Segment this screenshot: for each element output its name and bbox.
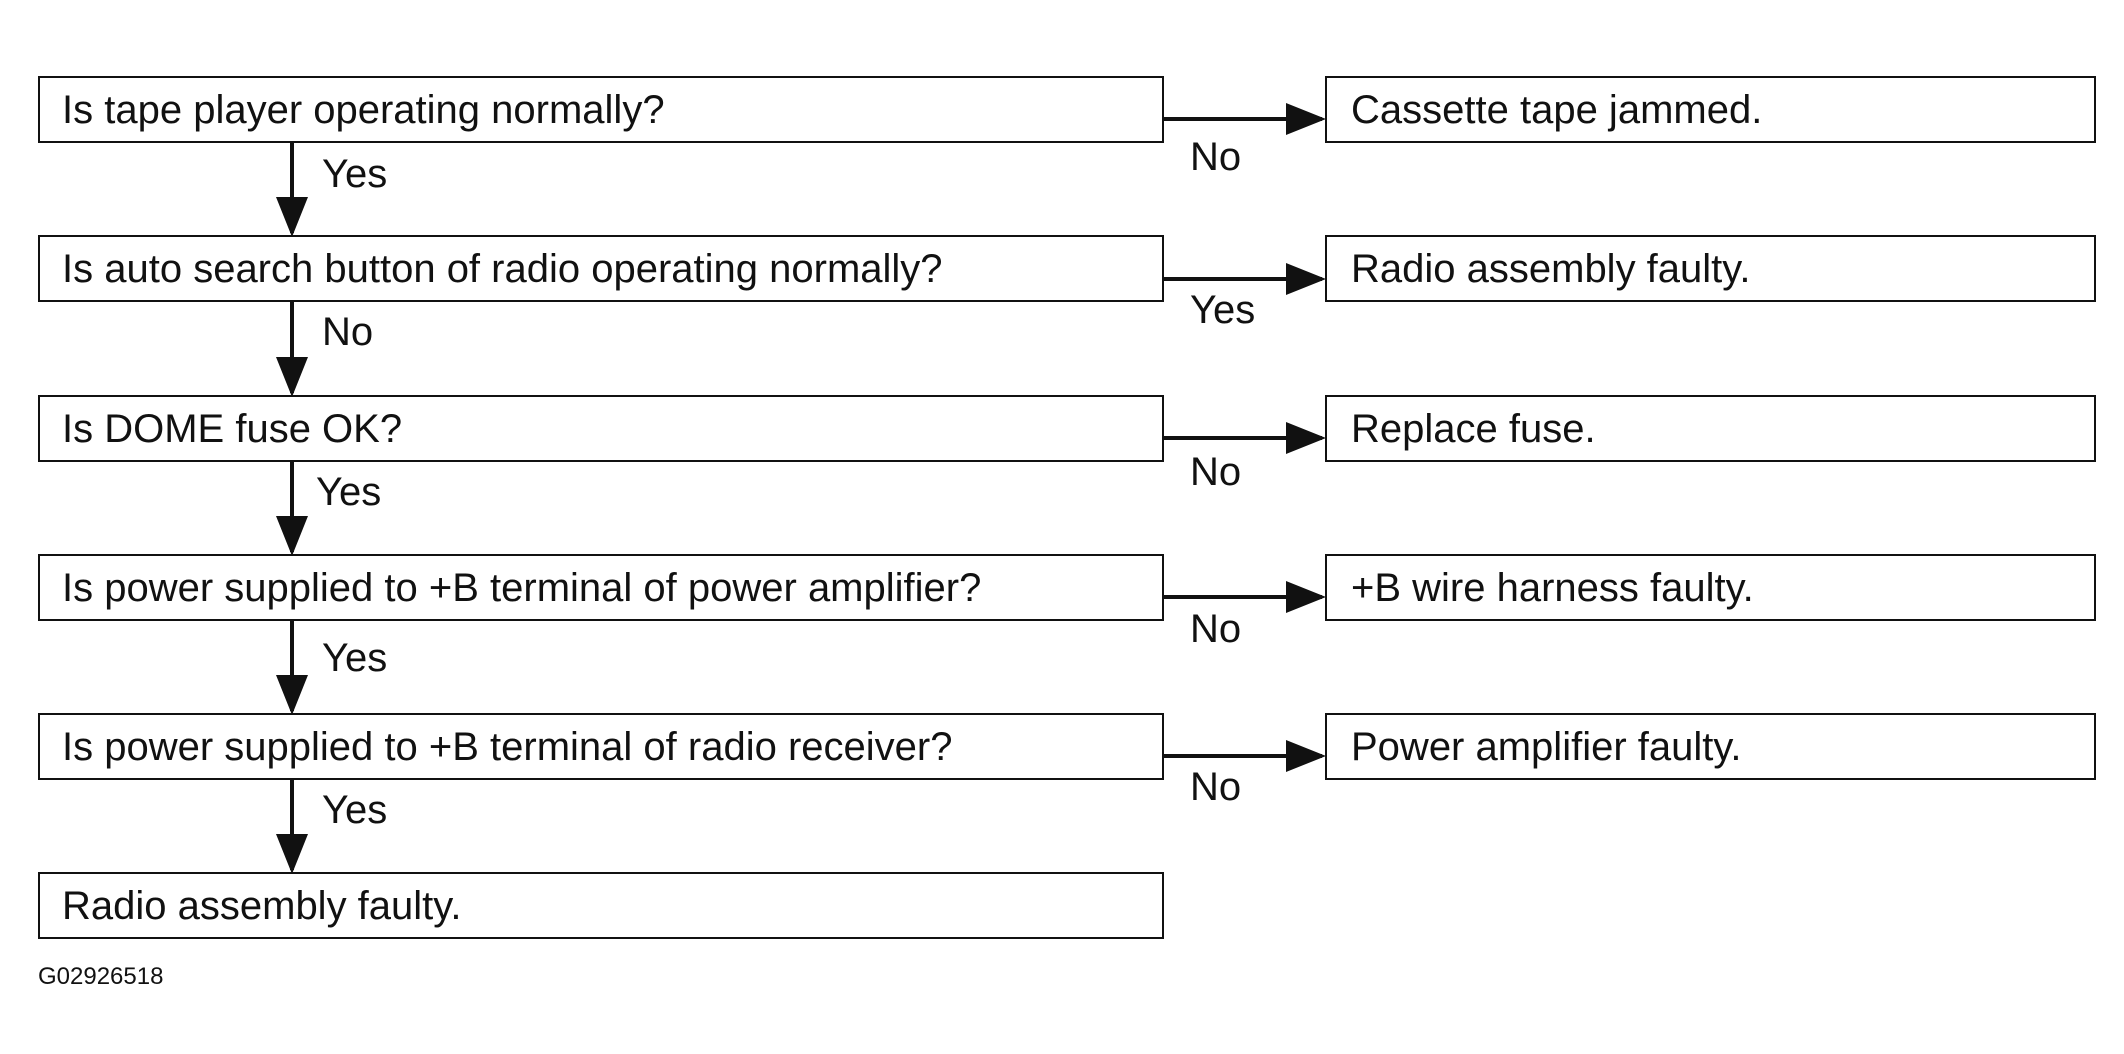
question-text-1: Is tape player operating normally? <box>62 88 665 132</box>
question-box-4: Is power supplied to +B terminal of powe… <box>38 554 1164 621</box>
result-box-4: +B wire harness faulty. <box>1325 554 2096 621</box>
down-label-2: No <box>322 310 374 354</box>
right-label-5: No <box>1190 765 1242 809</box>
figure-code: G02926518 <box>38 963 164 990</box>
final-result-box: Radio assembly faulty. <box>38 872 1164 939</box>
right-label-1: No <box>1190 135 1242 179</box>
result-box-3: Replace fuse. <box>1325 395 2096 462</box>
final-result-text: Radio assembly faulty. <box>62 884 462 928</box>
question-text-2: Is auto search button of radio operating… <box>62 247 943 291</box>
result-box-5: Power amplifier faulty. <box>1325 713 2096 780</box>
right-label-4: No <box>1190 607 1242 651</box>
question-box-2: Is auto search button of radio operating… <box>38 235 1164 302</box>
question-box-5: Is power supplied to +B terminal of radi… <box>38 713 1164 780</box>
result-text-5: Power amplifier faulty. <box>1351 725 1742 769</box>
right-label-2: Yes <box>1190 288 1256 332</box>
question-text-3: Is DOME fuse OK? <box>62 407 403 451</box>
result-text-1: Cassette tape jammed. <box>1351 88 1763 132</box>
down-label-5: Yes <box>322 788 388 832</box>
down-label-3: Yes <box>316 470 382 514</box>
result-box-1: Cassette tape jammed. <box>1325 76 2096 143</box>
question-box-3: Is DOME fuse OK? <box>38 395 1164 462</box>
right-label-3: No <box>1190 450 1242 494</box>
result-box-2: Radio assembly faulty. <box>1325 235 2096 302</box>
result-text-2: Radio assembly faulty. <box>1351 247 1751 291</box>
question-text-4: Is power supplied to +B terminal of powe… <box>62 566 982 610</box>
result-text-3: Replace fuse. <box>1351 407 1596 451</box>
question-text-5: Is power supplied to +B terminal of radi… <box>62 725 953 769</box>
result-text-4: +B wire harness faulty. <box>1351 566 1754 610</box>
question-box-1: Is tape player operating normally? <box>38 76 1164 143</box>
down-label-1: Yes <box>322 152 388 196</box>
down-label-4: Yes <box>322 636 388 680</box>
